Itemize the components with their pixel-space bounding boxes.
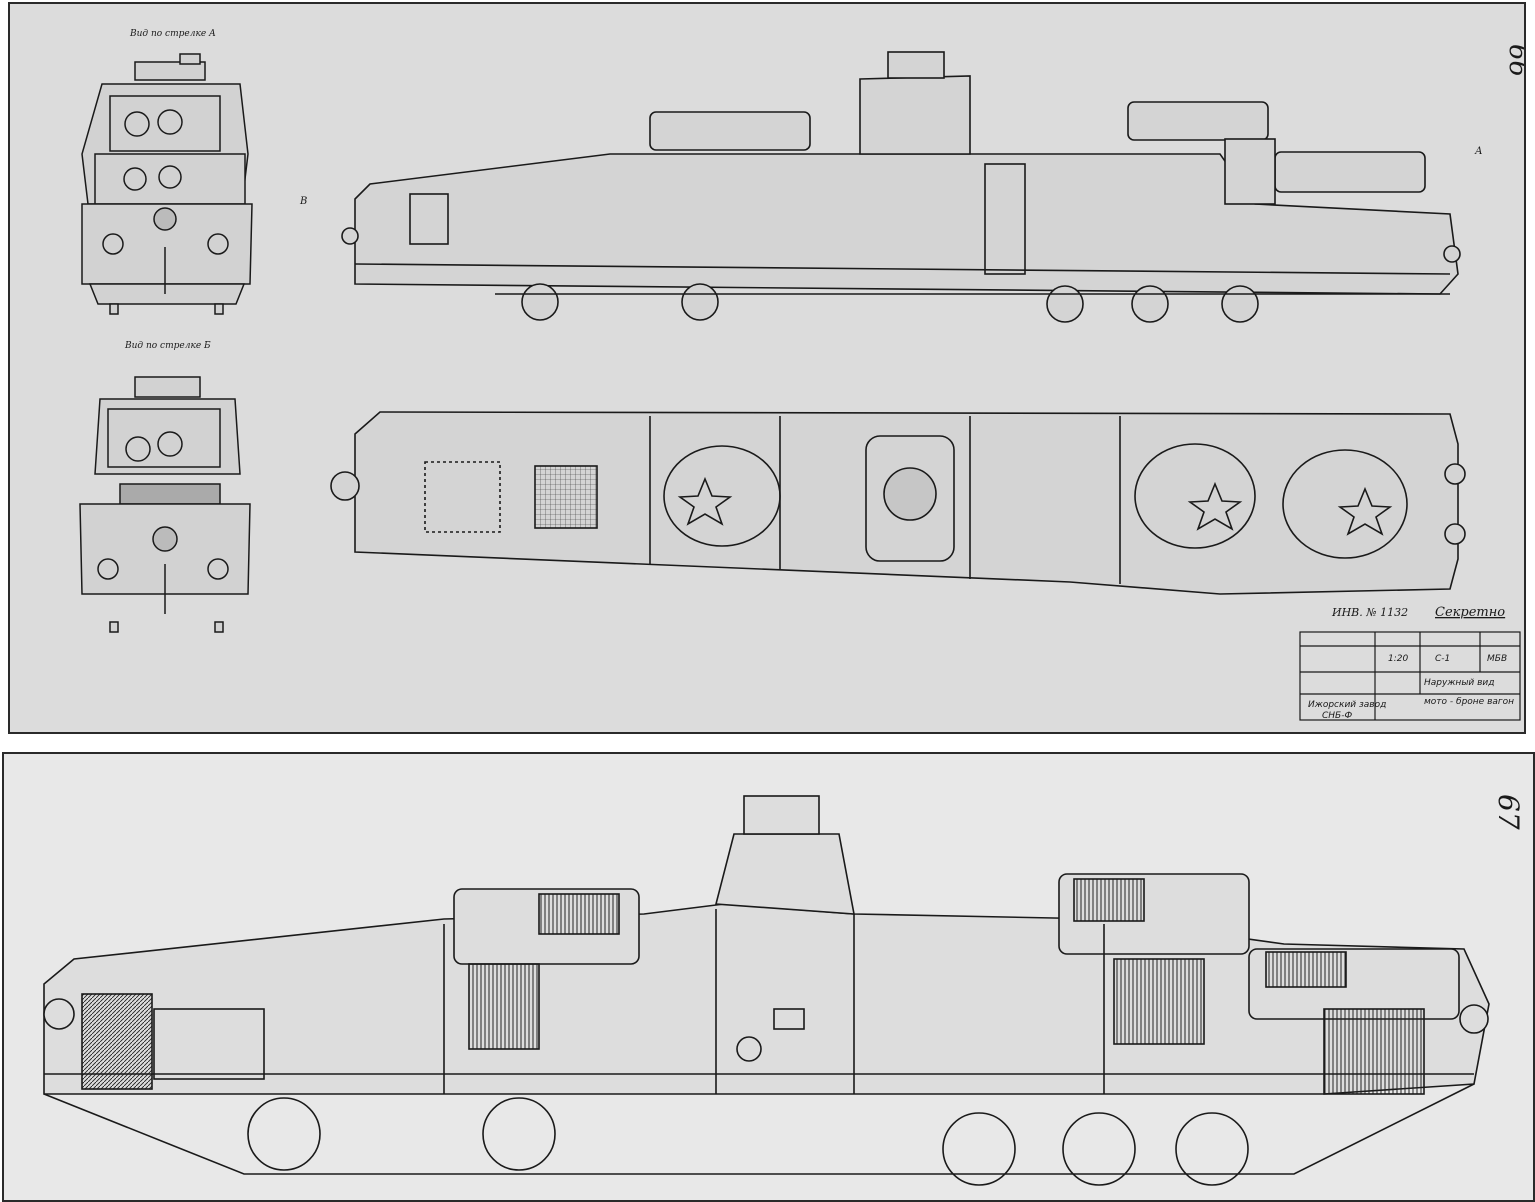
- title-block-code: СНБ-Ф: [1322, 711, 1352, 721]
- rear-end-view: Вид по стрелке Б: [79, 341, 251, 633]
- cutaway-side-section: [43, 795, 1490, 1186]
- cutaway-drawing: 67: [43, 794, 1525, 1186]
- title-block-drawing-no: С-1: [1435, 654, 1450, 664]
- title-block-scale: 1:20: [1388, 654, 1408, 664]
- front-view-label: Вид по стрелке А: [129, 29, 216, 39]
- inventory-number: ИНВ. № 1132: [1331, 606, 1408, 619]
- arrow-label-b: В: [299, 196, 307, 207]
- front-end-view: Вид по стрелке А: [81, 29, 253, 315]
- page-number-bottom: 67: [1492, 794, 1525, 830]
- plan-view: [330, 411, 1466, 595]
- blueprint-sheet-top: 66 Вид по стрелке А Вид по стрелке Б: [8, 2, 1526, 734]
- title-block-material: МБВ: [1487, 654, 1507, 664]
- blueprint-sheet-bottom: 67: [2, 752, 1535, 1202]
- classification-stamp: Секретно: [1435, 605, 1505, 620]
- side-elevation-view: В А: [299, 51, 1483, 323]
- title-block-name-1: Наружный вид: [1424, 678, 1495, 688]
- top-sheet-drawing: 66 Вид по стрелке А Вид по стрелке Б: [79, 29, 1524, 721]
- title-block-factory: Ижорский завод: [1308, 700, 1386, 710]
- title-block-name-2: мото - броне вагон: [1424, 697, 1514, 707]
- arrow-label-a: А: [1474, 146, 1483, 157]
- page-number-top: 66: [1503, 44, 1524, 77]
- title-block: [1299, 631, 1521, 721]
- rear-view-label: Вид по стрелке Б: [124, 341, 211, 351]
